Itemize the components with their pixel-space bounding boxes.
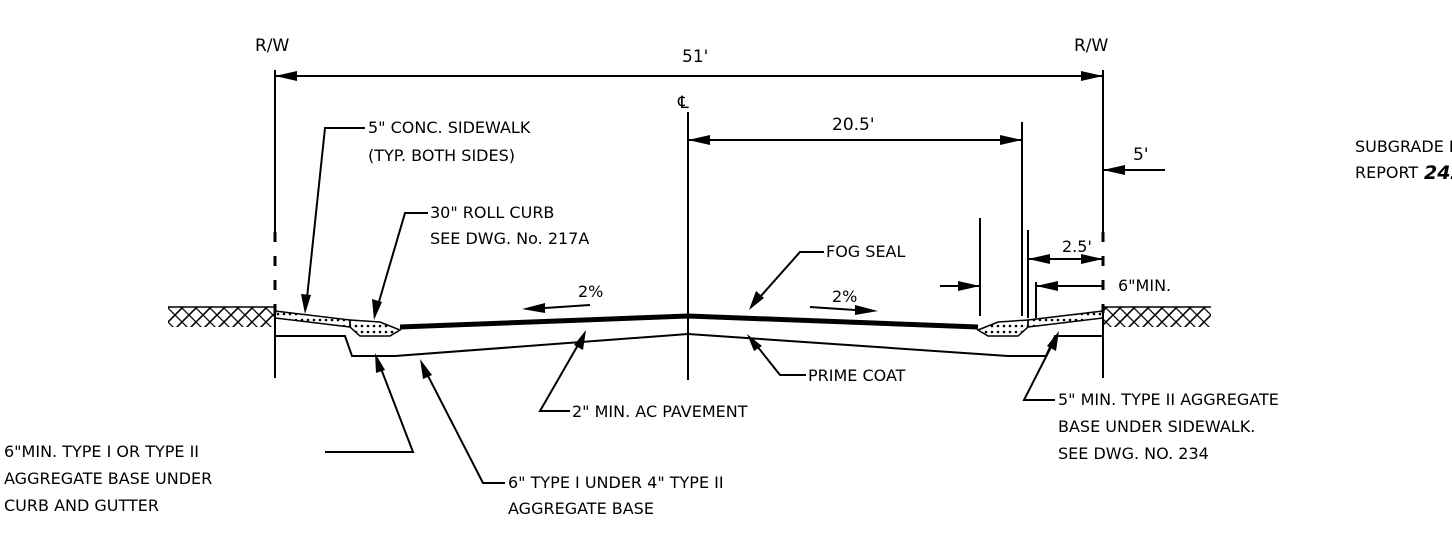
dim-20-5ft [688,122,1023,316]
subgrade-note-line1: SUBGRADE PR [1355,137,1452,156]
half-width-label: 20.5' [832,115,875,135]
dim-2-5ft [1027,230,1103,318]
subgrade-report-number: 242 [1424,162,1452,184]
sidewalk-left [274,310,351,328]
leader-base-left [325,353,415,453]
leader-prime-coat [747,334,806,376]
leader-fog-seal [749,251,824,310]
dim-5ft [1103,165,1165,175]
offset-2-5-label: 2.5' [1062,237,1092,256]
base-mid-note-line1: 6" TYPE I UNDER 4" TYPE II [508,473,724,492]
subgrade-note-line2: REPORT [1355,163,1418,182]
base-right-note-line3: SEE DWG. NO. 234 [1058,444,1209,463]
centerline-symbol: ℄ [677,93,689,113]
slope-left-label: 2% [578,282,603,301]
roll-curb-note-line2: SEE DWG. No. 217A [430,229,589,248]
sidewalk-right [1027,310,1104,328]
slope-right-label: 2% [832,287,857,306]
base-left-note-line2: AGGREGATE BASE UNDER [4,469,212,488]
min-6-label: 6"MIN. [1118,276,1171,295]
leader-ac-pavement [538,330,586,412]
base-right-note-line2: BASE UNDER SIDEWALK. [1058,417,1255,436]
total-width-label: 51' [682,47,708,67]
fog-seal-label: FOG SEAL [826,242,905,261]
sidewalk-note-line1: 5" CONC. SIDEWALK [368,118,531,137]
leader-roll-curb [372,212,428,320]
base-mid-note-line2: AGGREGATE BASE [508,499,654,518]
leader-sidewalk [301,127,365,314]
sidewalk-note-line2: (TYP. BOTH SIDES) [368,146,515,165]
offset-5-label: 5' [1133,145,1149,165]
dim-51ft [275,71,1103,81]
roll-curb-right [976,319,1029,337]
leader-base-mid [420,359,505,484]
dim-6in-min [940,218,1103,318]
slope-arrow-right [809,305,878,315]
rw-label-right: R/W [1074,36,1109,56]
ac-pavement [399,313,979,330]
ac-pavement-label: 2" MIN. AC PAVEMENT [572,402,748,421]
base-left-note-line1: 6"MIN. TYPE I OR TYPE II [4,442,199,461]
existing-ground-left [168,307,275,327]
slope-arrow-left [522,303,591,313]
base-left-note-line3: CURB AND GUTTER [4,496,159,515]
existing-ground-right [1103,307,1211,327]
roll-curb-note-line1: 30" ROLL CURB [430,203,554,222]
rw-label-left: R/W [255,36,290,56]
leader-base-right [1022,331,1059,401]
base-right-note-line1: 5" MIN. TYPE II AGGREGATE [1058,390,1279,409]
roll-curb-left [349,319,402,337]
prime-coat-label: PRIME COAT [808,366,906,385]
